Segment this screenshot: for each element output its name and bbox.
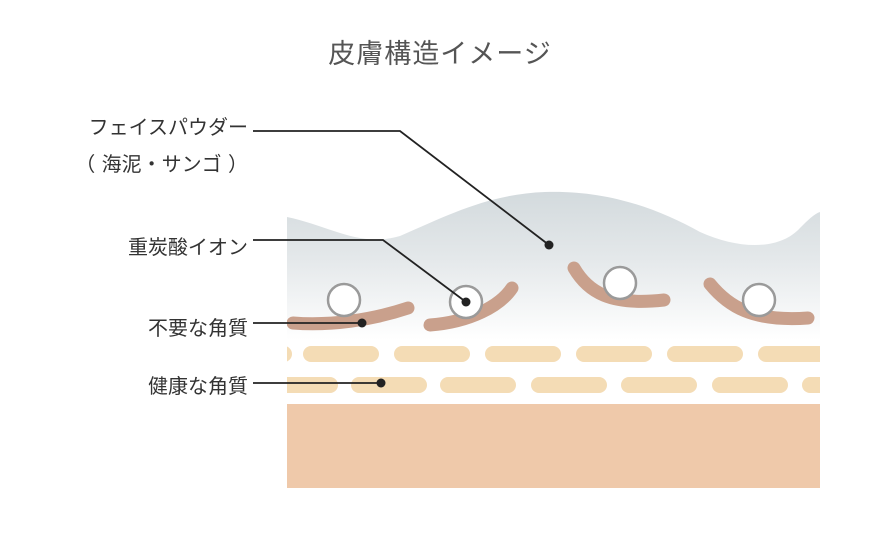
healthy-keratin-row-1 bbox=[287, 346, 820, 362]
diagram-title: 皮膚構造イメージ bbox=[328, 39, 552, 70]
dermis-layer bbox=[287, 404, 820, 488]
leader-dot-bicarbonate-ion bbox=[461, 297, 471, 307]
unwanted-keratin-strand-4 bbox=[703, 277, 815, 326]
bicarbonate-ion-bubble bbox=[326, 282, 362, 318]
unwanted-keratin-strand-3 bbox=[567, 261, 671, 308]
leader-dot-face-powder bbox=[544, 240, 554, 250]
bicarbonate-ion-bubble bbox=[741, 282, 777, 318]
label-unwanted-keratin: 不要な角質 bbox=[148, 316, 248, 340]
unwanted-keratin-strand-2 bbox=[423, 281, 519, 332]
leader-line-face-powder bbox=[253, 130, 550, 246]
healthy-keratin-row-2 bbox=[287, 377, 820, 393]
bicarbonate-ion-bubble bbox=[602, 265, 638, 301]
label-face-powder-line2: （ 海泥・サンゴ ） bbox=[75, 152, 248, 176]
leader-dot-unwanted-keratin bbox=[357, 318, 367, 328]
leader-dot-healthy-keratin bbox=[376, 378, 386, 388]
label-face-powder: フェイスパウダー （ 海泥・サンゴ ） bbox=[40, 111, 248, 177]
label-bicarbonate-ion: 重炭酸イオン bbox=[128, 235, 248, 259]
face-powder-layer bbox=[287, 191, 820, 340]
label-face-powder-line1: フェイスパウダー bbox=[88, 115, 248, 139]
leader-line-bicarbonate-ion bbox=[253, 239, 467, 303]
label-healthy-keratin: 健康な角質 bbox=[148, 374, 248, 398]
